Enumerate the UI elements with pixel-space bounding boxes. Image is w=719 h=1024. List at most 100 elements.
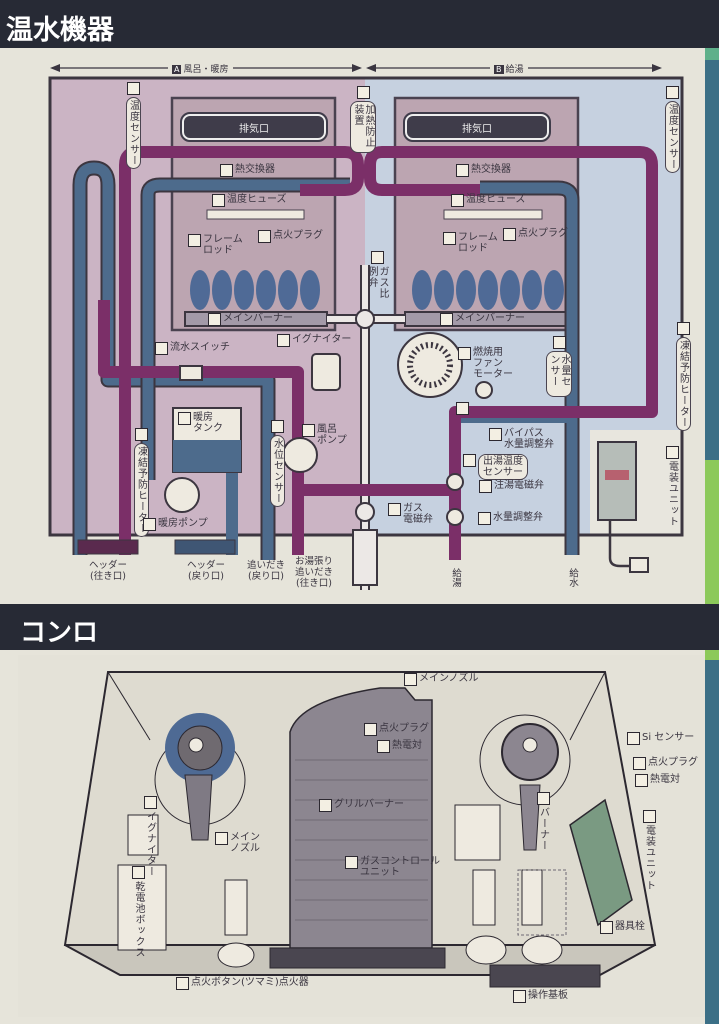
- label-temp-sensor-a: 温度センサー: [98, 82, 168, 169]
- label-fill-solenoid-valve: 注湯電磁弁: [479, 480, 544, 493]
- answer-box[interactable]: [178, 412, 191, 425]
- answer-box[interactable]: [513, 990, 526, 1003]
- answer-box[interactable]: [627, 732, 640, 745]
- label-electrical-unit-stove: 電装ユニット: [616, 810, 682, 891]
- label-temp-sensor-b: 温度センサー: [637, 86, 707, 173]
- answer-box[interactable]: [370, 251, 384, 264]
- answer-box[interactable]: [552, 336, 566, 349]
- answer-box[interactable]: [364, 723, 377, 736]
- label-igniter-stove: イグナイター: [117, 796, 183, 877]
- answer-box[interactable]: [345, 856, 358, 869]
- label-antifreeze-heater-a: 凍結予防ヒーター: [95, 428, 187, 537]
- answer-box[interactable]: [155, 342, 168, 355]
- label-water-flow-valve: 水量調整弁: [478, 512, 543, 525]
- answer-box[interactable]: [176, 977, 189, 990]
- answer-box[interactable]: [215, 832, 228, 845]
- answer-box[interactable]: [220, 164, 233, 177]
- answer-box[interactable]: [456, 402, 469, 415]
- answer-box[interactable]: [126, 82, 140, 95]
- answer-box[interactable]: [277, 334, 290, 347]
- answer-box[interactable]: [377, 740, 390, 753]
- answer-box[interactable]: [388, 503, 401, 516]
- answer-box[interactable]: [302, 424, 315, 437]
- answer-box[interactable]: [270, 420, 284, 433]
- answer-box[interactable]: [132, 866, 145, 879]
- answer-box[interactable]: [665, 446, 679, 459]
- label-spark-plug-a: 点火プラグ: [258, 230, 323, 243]
- answer-box[interactable]: [143, 796, 157, 809]
- answer-box[interactable]: [600, 921, 613, 934]
- port-fill-reheat-out: お湯張り 追いだき (往き口): [294, 556, 333, 589]
- port-header-out: ヘッダー (往き口): [88, 560, 127, 582]
- answer-box[interactable]: [676, 322, 690, 335]
- port-hot-supply: 給湯: [450, 568, 461, 587]
- label-main-nozzle-top: メインノズル: [404, 673, 479, 686]
- label-control-board: 操作基板: [513, 990, 568, 1003]
- section-title: 温水機器: [6, 15, 114, 46]
- answer-box[interactable]: [489, 428, 502, 441]
- label-spark-plug-grill: 点火プラグ: [364, 723, 429, 736]
- answer-box[interactable]: [633, 757, 646, 770]
- label-overheat-guard: 加熱防止装置: [350, 86, 376, 153]
- answer-box[interactable]: [463, 454, 476, 467]
- label-heat-exchanger-b: 熱交換器: [456, 164, 511, 177]
- answer-box[interactable]: [503, 228, 516, 241]
- answer-box[interactable]: [635, 774, 648, 787]
- label-fan-motor: 燃焼用 ファン モーター: [458, 347, 513, 380]
- label-flow-switch: 流水スイッチ: [155, 342, 230, 355]
- label-outlet-temp-sensor: 出湯温度 センサー: [463, 454, 528, 480]
- label-heating-tank: 暖房 タンク: [178, 412, 223, 434]
- exhaust-port-b: 排気口: [403, 112, 551, 142]
- answer-box[interactable]: [440, 313, 453, 326]
- label-ignition-button: 点火ボタン(ツマミ)点火器: [176, 977, 309, 990]
- answer-box[interactable]: [479, 480, 492, 493]
- label-main-burner-a: メインバーナー: [208, 313, 293, 326]
- port-reheat-return: 追いだき (戻り口): [246, 560, 285, 582]
- label-bath-pump: 風呂 ポンプ: [302, 424, 347, 446]
- answer-box[interactable]: [536, 792, 550, 805]
- label-heating-pump: 暖房ポンプ: [143, 518, 208, 531]
- answer-box[interactable]: [404, 673, 417, 686]
- answer-box[interactable]: [143, 518, 156, 531]
- label-water-flow-sensor: 水量センサー: [546, 336, 572, 397]
- answer-box[interactable]: [134, 428, 148, 441]
- answer-box[interactable]: [478, 512, 491, 525]
- label-si-sensor: Si センサー: [627, 732, 694, 745]
- section-b-text: 給湯: [505, 65, 524, 75]
- label-flame-rod-b: フレーム ロッド: [443, 232, 498, 254]
- label-spark-plug-right: 点火プラグ: [633, 757, 698, 770]
- section-header-water-heater: 温水機器: [0, 0, 719, 48]
- section-header-stove: コンロ: [0, 604, 719, 650]
- label-unnamed-box: [456, 402, 469, 415]
- answer-box[interactable]: [212, 194, 225, 207]
- label-gas-solenoid-valve: ガス 電磁弁: [388, 503, 433, 525]
- answer-box[interactable]: [356, 86, 370, 99]
- answer-box[interactable]: [258, 230, 271, 243]
- answer-box[interactable]: [665, 86, 679, 99]
- section-a-text: 風呂・暖房: [183, 65, 229, 75]
- label-temp-fuse-b: 温度ヒューズ: [451, 194, 526, 207]
- label-battery-box: 乾電池ボックス: [100, 866, 177, 958]
- label-igniter: イグナイター: [277, 334, 351, 347]
- answer-box[interactable]: [188, 234, 201, 247]
- label-burner: バーナー: [521, 792, 565, 851]
- label-flame-rod-a: フレーム ロッド: [188, 234, 243, 256]
- label-main-nozzle-left: メイン ノズル: [215, 832, 260, 854]
- answer-box[interactable]: [451, 194, 464, 207]
- label-valve: 器具栓: [600, 921, 645, 934]
- answer-box[interactable]: [443, 232, 456, 245]
- port-header-return: ヘッダー (戻り口): [186, 560, 225, 582]
- answer-box[interactable]: [319, 799, 332, 812]
- answer-box[interactable]: [208, 313, 221, 326]
- label-heat-exchanger-a: 熱交換器: [220, 164, 275, 177]
- label-bypass-valve: バイパス 水量調整弁: [489, 428, 554, 450]
- answer-box[interactable]: [456, 164, 469, 177]
- answer-box[interactable]: [642, 810, 656, 823]
- label-antifreeze-heater-b: 凍結予防ヒーター: [637, 322, 719, 431]
- section-a-tag: A: [172, 65, 182, 74]
- port-water-supply: 給水: [567, 568, 578, 587]
- answer-box[interactable]: [458, 347, 471, 360]
- label-main-burner-b: メインバーナー: [440, 313, 525, 326]
